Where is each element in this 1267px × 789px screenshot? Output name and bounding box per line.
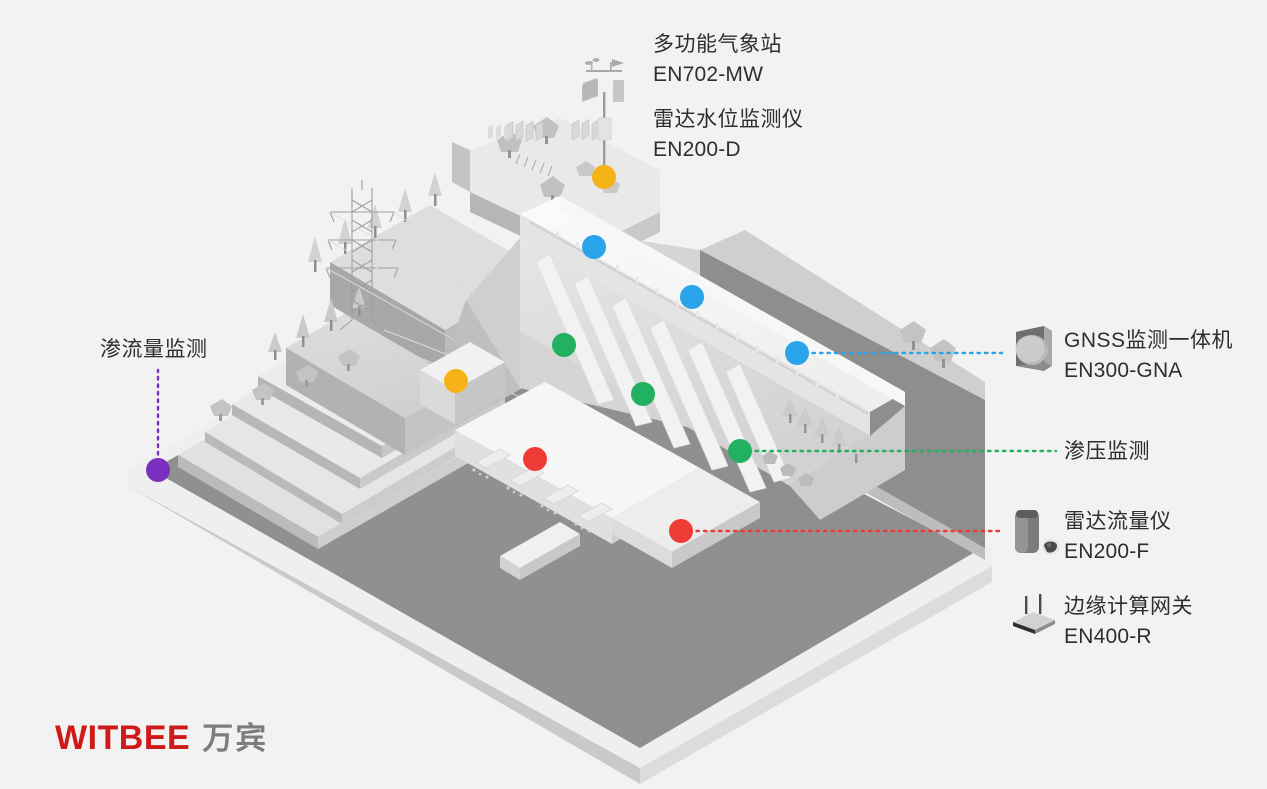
logo-wordmark: WITBEE — [55, 719, 191, 757]
callout-gnss-monitor-name: GNSS监测一体机 — [1064, 329, 1234, 352]
marker-dots — [146, 165, 809, 543]
callout-radar-water-level-model: EN200-D — [653, 137, 741, 161]
marker-orange-building — [444, 369, 468, 393]
callout-osmotic-pressure-name: 渗压监测 — [1064, 440, 1150, 463]
callout-radar-flow-meter: 雷达流量仪 EN200-F — [1064, 507, 1172, 567]
marker-blue-crest-2 — [680, 285, 704, 309]
radar-flow-meter-icon — [1015, 510, 1060, 555]
callout-weather-station: 多功能气象站 EN702-MW — [653, 30, 782, 90]
marker-green-face-2 — [631, 382, 655, 406]
callout-seepage-flow-name: 渗流量监测 — [100, 338, 208, 361]
callout-edge-gateway: 边缘计算网关 EN400-R — [1064, 592, 1193, 652]
marker-red-powerhouse — [523, 447, 547, 471]
callout-weather-station-name: 多功能气象站 — [653, 33, 782, 56]
callout-radar-flow-meter-model: EN200-F — [1064, 539, 1150, 563]
gnss-receiver-icon — [1015, 326, 1052, 371]
marker-green-face-1 — [552, 333, 576, 357]
callout-gnss-monitor: GNSS监测一体机 EN300-GNA — [1064, 326, 1233, 386]
connector-lines — [156, 351, 1058, 533]
powerhouse-complex — [420, 118, 760, 580]
edge-gateway-router-icon — [1013, 594, 1055, 634]
marker-blue-crest-3 — [785, 341, 809, 365]
logo-chinese-mark: 万宾 — [202, 721, 269, 756]
witbee-logo: WITBEE 万宾 — [55, 713, 268, 758]
callout-weather-station-model: EN702-MW — [653, 62, 764, 86]
callout-edge-gateway-name: 边缘计算网关 — [1064, 595, 1193, 618]
callout-radar-flow-meter-name: 雷达流量仪 — [1064, 510, 1172, 533]
marker-orange-weather — [592, 165, 616, 189]
callout-seepage-flow: 渗流量监测 — [100, 335, 208, 365]
callout-radar-water-level-name: 雷达水位监测仪 — [653, 108, 804, 131]
marker-blue-crest-1 — [582, 235, 606, 259]
marker-purple-seepage — [146, 458, 170, 482]
callout-osmotic-pressure: 渗压监测 — [1064, 437, 1150, 467]
callout-gnss-monitor-model: EN300-GNA — [1064, 358, 1183, 382]
callout-radar-water-level: 雷达水位监测仪 EN200-D — [653, 105, 804, 165]
marker-green-toe — [728, 439, 752, 463]
downstream-tree-cluster — [762, 321, 956, 486]
marker-red-outlet — [669, 519, 693, 543]
callout-edge-gateway-model: EN400-R — [1064, 624, 1152, 648]
weather-station-icon — [582, 58, 624, 176]
